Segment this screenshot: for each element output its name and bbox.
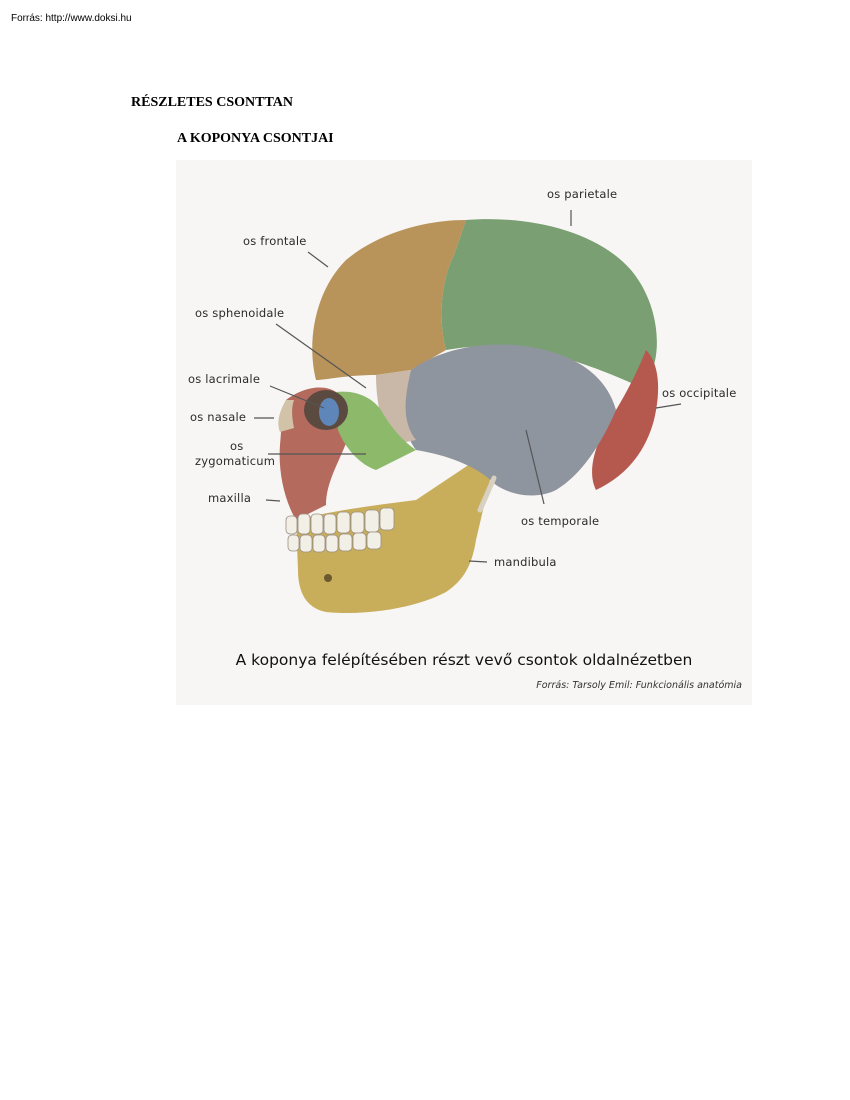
leader-lines (254, 210, 682, 563)
document-subtitle: A KOPONYA CSONTJAI (177, 131, 334, 146)
frontal-bone (312, 220, 466, 380)
figure-caption: A koponya felépítésében részt vevő csont… (235, 651, 693, 669)
label-os-zygomaticum-line2: zygomaticum (195, 454, 276, 468)
skull-illustration (254, 210, 682, 614)
label-os-temporale: os temporale (521, 514, 600, 528)
label-os-frontale: os frontale (243, 234, 307, 248)
source-url: Forrás: http://www.doksi.hu (11, 13, 132, 24)
parietal-bone (441, 219, 657, 390)
mandible-bone (296, 459, 492, 614)
label-os-nasale: os nasale (190, 410, 247, 424)
occipital-bone (592, 350, 659, 490)
figure-credit: Forrás: Tarsoly Emil: Funkcionális anató… (536, 680, 742, 691)
label-maxilla: maxilla (208, 491, 252, 505)
zygomatic-bone (336, 391, 416, 470)
nasal-bone (278, 400, 294, 432)
skull-figure: os parietale os frontale os sphenoidale … (176, 160, 752, 705)
document-title: RÉSZLETES CSONTTAN (131, 95, 293, 110)
label-os-sphenoidale: os sphenoidale (195, 306, 285, 320)
mental-foramen (324, 574, 332, 582)
label-os-parietale: os parietale (547, 187, 618, 201)
label-os-occipitale: os occipitale (662, 386, 737, 400)
styloid-process (477, 475, 497, 513)
temporal-bone (402, 344, 616, 496)
label-os-lacrimale: os lacrimale (188, 372, 261, 386)
label-mandibula: mandibula (494, 555, 557, 569)
label-os-zygomaticum-line1: os (230, 439, 244, 453)
lacrimal-bone (319, 398, 339, 426)
teeth (285, 507, 395, 553)
